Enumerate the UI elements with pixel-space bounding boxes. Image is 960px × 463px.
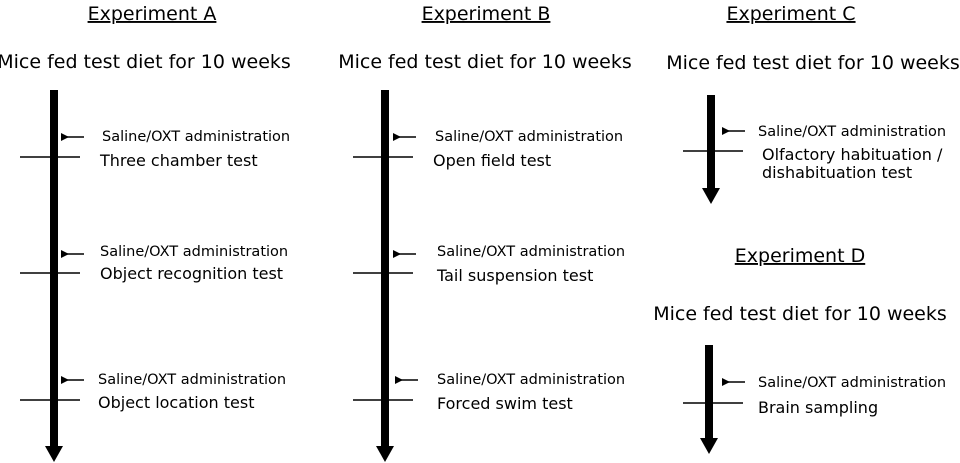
experiment-b: Experiment B Mice fed test diet for 10 w… (338, 3, 632, 462)
test-label: Three chamber test (99, 151, 258, 170)
experiment-d-subtitle: Mice fed test diet for 10 weeks (653, 303, 947, 325)
test-label: Tail suspension test (436, 266, 593, 285)
experiment-a: Experiment A Mice fed test diet for 10 w… (0, 3, 291, 462)
experiment-d: Experiment D Mice fed test diet for 10 w… (653, 245, 947, 454)
test-label: Object location test (98, 393, 255, 412)
experiment-b-timeline-arrow (376, 90, 394, 462)
experiment-a-title: Experiment A (88, 3, 217, 25)
experiment-c-subtitle: Mice fed test diet for 10 weeks (666, 52, 960, 74)
test-label: Brain sampling (758, 398, 878, 417)
administration-label: Saline/OXT administration (437, 372, 625, 388)
test-label: Open field test (433, 151, 551, 170)
test-label: Object recognition test (100, 264, 283, 283)
experiment-a-subtitle: Mice fed test diet for 10 weeks (0, 51, 291, 73)
experiment-c-timeline-arrow (702, 95, 720, 204)
test-label: Olfactory habituation / (762, 145, 943, 164)
experiment-b-title: Experiment B (422, 3, 551, 25)
administration-label: Saline/OXT administration (758, 375, 946, 391)
test-label: dishabituation test (762, 163, 912, 182)
experiment-c: Experiment C Mice fed test diet for 10 w… (666, 3, 960, 204)
experiment-c-title: Experiment C (726, 3, 855, 25)
administration-label: Saline/OXT administration (437, 244, 625, 260)
administration-label: Saline/OXT administration (435, 129, 623, 145)
administration-label: Saline/OXT administration (102, 129, 290, 145)
administration-label: Saline/OXT administration (98, 372, 286, 388)
experiment-a-timeline-arrow (45, 90, 63, 462)
administration-label: Saline/OXT administration (758, 124, 946, 140)
test-label: Forced swim test (437, 394, 573, 413)
experiment-d-timeline-arrow (700, 345, 718, 454)
experiment-b-subtitle: Mice fed test diet for 10 weeks (338, 51, 632, 73)
administration-label: Saline/OXT administration (100, 244, 288, 260)
experiment-d-title: Experiment D (735, 245, 865, 267)
